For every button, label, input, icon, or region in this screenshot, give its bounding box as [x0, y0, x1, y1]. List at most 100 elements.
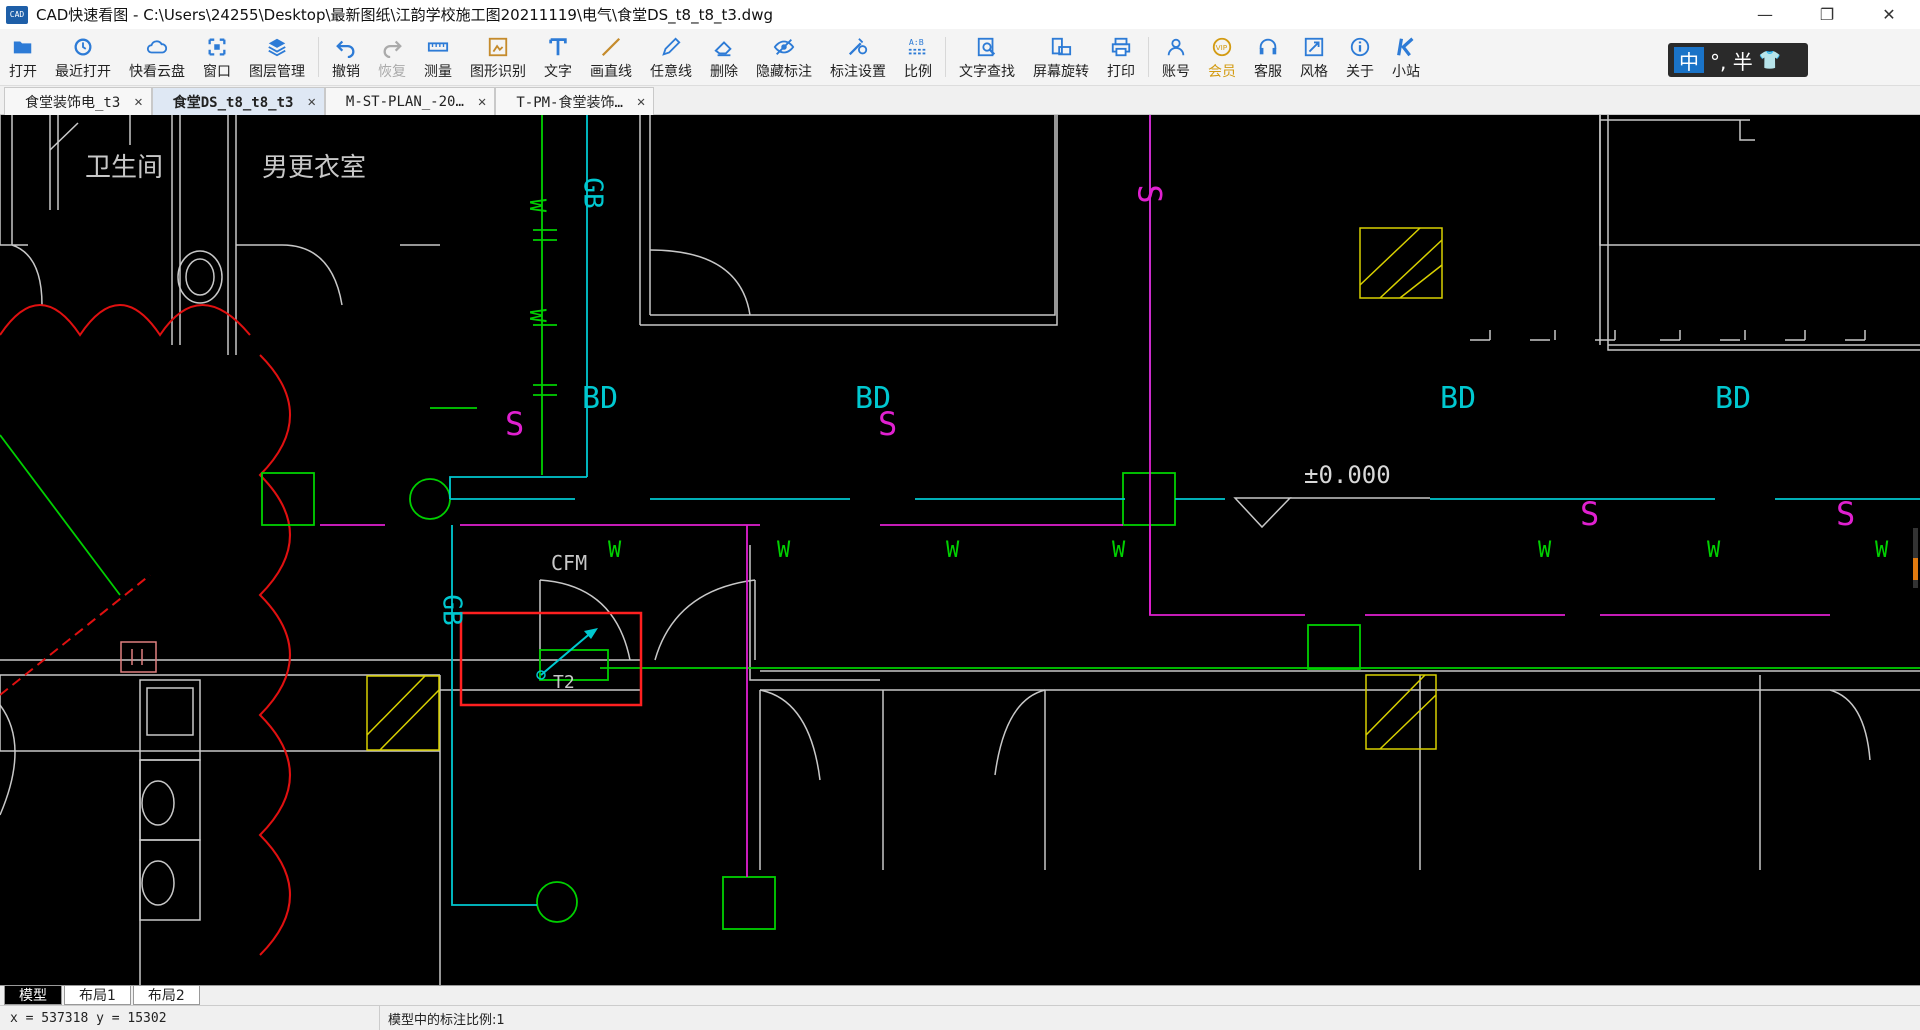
- printer-icon: [1108, 35, 1134, 59]
- measure-button[interactable]: 测量: [415, 29, 461, 86]
- annotation-settings-label: 标注设置: [830, 63, 886, 80]
- plumbing-fixtures: [139, 250, 1866, 921]
- scale-label: 比例: [904, 63, 932, 80]
- s-label: S: [1580, 495, 1600, 533]
- minimize-button[interactable]: —: [1757, 5, 1773, 24]
- rotate-screen-button[interactable]: 屏幕旋转: [1024, 29, 1098, 86]
- selection-highlight-box[interactable]: [459, 611, 643, 707]
- style-button[interactable]: 风格: [1291, 29, 1337, 86]
- maximize-button[interactable]: ❐: [1819, 5, 1835, 24]
- ime-skin-icon[interactable]: 👕: [1758, 49, 1782, 71]
- pencil-icon: [658, 35, 684, 59]
- hide-annotation-button[interactable]: 隐藏标注: [747, 29, 821, 86]
- scale-icon: A:B: [905, 35, 931, 59]
- draw-line-button[interactable]: 画直线: [581, 29, 641, 86]
- eye-icon: [771, 35, 797, 59]
- close-tab-icon[interactable]: ✕: [636, 93, 646, 110]
- file-tab-label: T-PM-食堂装饰…: [516, 94, 623, 111]
- info-icon: [1347, 35, 1373, 59]
- window-icon: [204, 35, 230, 59]
- s-label: S: [505, 405, 525, 443]
- cad-drawing: [0, 115, 1920, 985]
- file-tab[interactable]: 食堂装饰电_t3 ✕: [4, 87, 152, 115]
- account-button[interactable]: 账号: [1153, 29, 1199, 86]
- w-label: W: [1707, 538, 1721, 563]
- tab-layout-2[interactable]: 布局2: [132, 986, 200, 1005]
- toolbar-divider: [945, 37, 946, 77]
- drawing-canvas[interactable]: 卫生间 男更衣室 ±0.000 CFM T2 GB GB BD BD BD BD…: [0, 115, 1920, 985]
- text-search-label: 文字查找: [959, 63, 1015, 80]
- close-tab-icon[interactable]: ✕: [307, 93, 316, 110]
- magenta-circuit-lines: [320, 115, 1830, 877]
- s-label: S: [1130, 184, 1169, 204]
- delete-label: 删除: [710, 63, 738, 80]
- file-tab-active[interactable]: 食堂DS_t8_t8_t3 ✕: [151, 87, 325, 115]
- shape-recognize-button[interactable]: 图形识别: [461, 29, 535, 86]
- shape-recognize-label: 图形识别: [470, 63, 526, 80]
- open-label: 打开: [9, 63, 37, 80]
- window-label: 窗口: [203, 63, 231, 80]
- redo-button[interactable]: 恢复: [369, 29, 415, 86]
- room-label-toilet: 卫生间: [85, 153, 164, 183]
- w-label: W: [524, 198, 550, 213]
- station-label: 小站: [1392, 63, 1420, 80]
- support-label: 客服: [1254, 63, 1282, 80]
- ruler-icon: [425, 35, 451, 59]
- about-label: 关于: [1346, 63, 1374, 80]
- open-button[interactable]: 打开: [0, 29, 46, 86]
- undo-icon: [333, 35, 359, 59]
- text-search-button[interactable]: 文字查找: [950, 29, 1024, 86]
- file-tab-label: 食堂DS_t8_t8_t3: [172, 94, 294, 111]
- eraser-icon: [711, 35, 737, 59]
- measure-label: 测量: [424, 63, 452, 80]
- text-label: 文字: [544, 63, 572, 80]
- headset-icon: [1255, 35, 1281, 59]
- file-tab[interactable]: T-PM-食堂装饰… ✕: [495, 87, 655, 115]
- delete-button[interactable]: 删除: [701, 29, 747, 86]
- vip-button[interactable]: VIP 会员: [1199, 29, 1245, 86]
- w-label: W: [777, 538, 791, 563]
- annotation-settings-button[interactable]: 标注设置: [821, 29, 895, 86]
- support-button[interactable]: 客服: [1245, 29, 1291, 86]
- svg-text:A:B: A:B: [909, 37, 924, 47]
- elevation-label: ±0.000: [1304, 461, 1391, 489]
- w-label: W: [1538, 538, 1552, 563]
- ime-punctuation-indicator[interactable]: °, 半: [1710, 49, 1753, 74]
- print-button[interactable]: 打印: [1098, 29, 1144, 86]
- close-tab-icon[interactable]: ✕: [477, 93, 487, 110]
- status-bar: x = 537318 y = 15302 模型中的标注比例:1: [0, 1005, 1920, 1030]
- undo-button[interactable]: 撤销: [323, 29, 369, 86]
- layer-manager-button[interactable]: 图层管理: [240, 29, 314, 86]
- title-bar: CAD CAD快速看图 - C:\Users\24255\Desktop\最新图…: [0, 0, 1920, 29]
- freehand-button[interactable]: 任意线: [641, 29, 701, 86]
- recent-label: 最近打开: [55, 63, 111, 80]
- cfm-arrow-head: [584, 628, 598, 639]
- file-tab[interactable]: M-ST-PLAN_-20… ✕: [324, 87, 496, 115]
- ime-toolbar[interactable]: 中 °, 半 👕: [1668, 43, 1808, 77]
- tab-model[interactable]: 模型: [4, 986, 62, 1005]
- vertical-scroll-indicator[interactable]: [1913, 528, 1918, 588]
- redo-label: 恢复: [378, 63, 406, 80]
- tab-layout-1[interactable]: 布局1: [64, 986, 131, 1005]
- close-tab-icon[interactable]: ✕: [134, 93, 143, 110]
- folder-open-icon: [10, 35, 36, 59]
- window-button[interactable]: 窗口: [194, 29, 240, 86]
- text-button[interactable]: 文字: [535, 29, 581, 86]
- main-toolbar: 打开 最近打开 快看云盘 窗口 图层管理 撤销 恢复 测量 图形识别 文字 画直…: [0, 29, 1920, 86]
- ime-mode-indicator[interactable]: 中: [1674, 47, 1704, 74]
- cloud-drive-button[interactable]: 快看云盘: [120, 29, 194, 86]
- line-icon: [598, 35, 624, 59]
- toolbar-divider: [318, 37, 319, 77]
- about-button[interactable]: 关于: [1337, 29, 1383, 86]
- station-button[interactable]: 小站: [1383, 29, 1429, 86]
- recent-button[interactable]: 最近打开: [46, 29, 120, 86]
- file-tab-label: 食堂装饰电_t3: [25, 94, 121, 111]
- bd-label: BD: [1440, 381, 1477, 416]
- scale-button[interactable]: A:B 比例: [895, 29, 941, 86]
- cyan-circuit-lines: [449, 115, 1920, 906]
- close-button[interactable]: ✕: [1882, 5, 1896, 24]
- cloud-icon: [144, 35, 170, 59]
- w-label: W: [1875, 538, 1889, 563]
- cloud-drive-label: 快看云盘: [129, 63, 185, 80]
- window-title: CAD快速看图 - C:\Users\24255\Desktop\最新图纸\江韵…: [36, 6, 773, 24]
